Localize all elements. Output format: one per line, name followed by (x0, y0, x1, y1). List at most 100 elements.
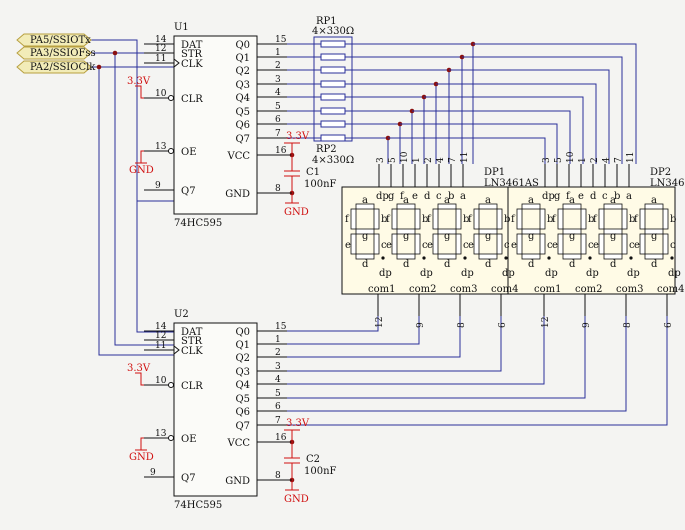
invert-bubble (168, 382, 174, 388)
pin-name: DAT (181, 327, 203, 338)
segment-letter: c (381, 240, 387, 251)
pin-num: 12 (155, 331, 166, 341)
digit-segment (562, 203, 582, 210)
segment-wire (400, 123, 558, 164)
digit-segment (521, 253, 541, 260)
com-pin-num: 6 (498, 322, 508, 328)
pin-num: 7 (275, 129, 281, 139)
segment-letter: g (362, 231, 369, 242)
pin-num: 14 (155, 322, 167, 332)
digit-segment (639, 233, 646, 255)
segment-wire (424, 96, 584, 164)
segment-pin-name: f (400, 191, 405, 202)
pin-name: CLK (181, 346, 203, 357)
pin-name: Q2 (235, 353, 250, 364)
digit-dot (670, 256, 674, 260)
pin-num: 5 (275, 102, 281, 112)
digit-segment (373, 233, 380, 255)
gnd-label: GND (129, 452, 154, 463)
com-label: com4 (657, 284, 684, 295)
pin-name: Q3 (235, 367, 250, 378)
segment-pin-num: 4 (436, 157, 446, 163)
vcc-label: 3.3V (127, 363, 151, 374)
segment-letter: e (386, 240, 392, 251)
segment-letter: d (651, 259, 658, 270)
digit-segment (373, 208, 380, 230)
segment-letter: a (651, 195, 657, 206)
pin-num: 1 (275, 48, 281, 58)
invert-bubble (168, 435, 174, 441)
digit-segment (603, 228, 623, 235)
digit-segment (437, 203, 457, 210)
resistor (320, 93, 346, 101)
digit-segment (396, 203, 416, 210)
segment-letter: e (468, 240, 474, 251)
segment-pin-num: 2 (590, 157, 600, 163)
str2-wire (114, 53, 174, 346)
pin-num: 2 (275, 348, 281, 358)
segment-letter: dp (461, 268, 474, 279)
pin-name: STR (181, 49, 203, 60)
cap-ref: C1 (306, 167, 320, 178)
display-part: LN3461AS (650, 178, 685, 189)
digit-segment (521, 228, 541, 235)
pin-num: 15 (275, 35, 287, 45)
pin-num: 15 (275, 322, 287, 332)
segment-letter: f (593, 214, 598, 225)
pin-num: 3 (275, 362, 281, 372)
digit-segment (478, 253, 498, 260)
vcc-wire (135, 85, 144, 99)
segment-letter: c (670, 240, 676, 251)
port-label: PA3/SSIOFss (30, 48, 96, 59)
segment-pin-name: e (578, 191, 584, 202)
segment-wire (345, 43, 474, 164)
digit-segment (432, 208, 439, 230)
com-wire (287, 316, 379, 332)
com-wire (287, 316, 545, 385)
segment-letter: c (463, 240, 469, 251)
segment-wire (412, 110, 571, 164)
segment-pin-num: 10 (400, 151, 410, 163)
gnd-wire (140, 150, 144, 163)
digit-dot (588, 256, 592, 260)
pin-name: VCC (226, 438, 250, 449)
pin-name: CLK (181, 59, 203, 70)
pin-num: 5 (275, 389, 281, 399)
com-wire (287, 316, 668, 426)
segment-pin-name: c (602, 191, 608, 202)
pin-num: 6 (275, 115, 281, 125)
digit-segment (662, 208, 669, 230)
segment-letter: f (468, 214, 473, 225)
resistor (320, 134, 346, 142)
digit-segment (621, 233, 628, 255)
digit-segment (437, 228, 457, 235)
vcc-label: 3.3V (127, 76, 151, 87)
digit-segment (478, 203, 498, 210)
pin-name: CLR (181, 381, 203, 392)
com-pin-num: 9 (582, 322, 592, 328)
segment-letter: e (634, 240, 640, 251)
segment-letter: b (422, 214, 428, 225)
segment-letter: g (403, 231, 410, 242)
segment-letter: g (528, 231, 535, 242)
segment-letter: b (504, 214, 510, 225)
digit-segment (516, 208, 523, 230)
segment-letter: b (463, 214, 469, 225)
segment-letter: d (403, 259, 410, 270)
pin-name: Q6 (235, 120, 250, 131)
pin-num: 9 (155, 181, 161, 191)
pin-num: 8 (275, 471, 281, 481)
segment-pin-num: 7 (614, 157, 624, 163)
pin-name: Q5 (235, 107, 250, 118)
segment-pin-num: 1 (412, 157, 422, 163)
digit-segment (603, 253, 623, 260)
pin-name: STR (181, 336, 203, 347)
cascade-wire (136, 200, 174, 332)
segment-pin-num: 3 (542, 157, 552, 163)
segment-letter: b (670, 214, 676, 225)
segment-wire (473, 43, 637, 164)
com-pin-num: 9 (416, 322, 426, 328)
pin-num: 4 (275, 375, 281, 385)
com-pin-num: 6 (664, 322, 674, 328)
pin-num: 9 (150, 468, 156, 478)
